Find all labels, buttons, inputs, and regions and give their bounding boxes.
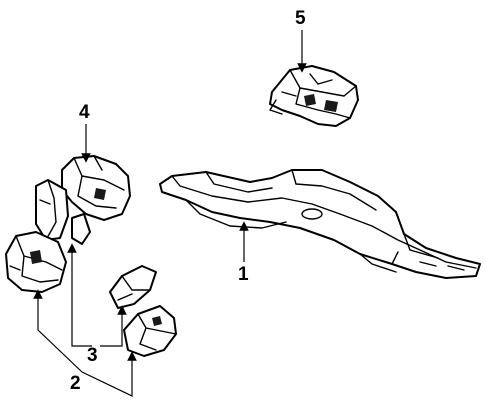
callout-4: 4 — [79, 102, 90, 123]
part-1-crossmember — [159, 169, 481, 279]
part-4-insulator-bracket — [35, 155, 131, 245]
callout-1: 1 — [238, 264, 249, 285]
part-2-lower-mount — [5, 231, 67, 293]
part-3-bracket — [109, 265, 177, 357]
leader-lines — [33, 30, 307, 397]
callout-5: 5 — [295, 8, 306, 29]
part-5-mount-bracket — [269, 65, 359, 127]
callout-3: 3 — [87, 345, 98, 366]
callout-2: 2 — [70, 373, 81, 394]
